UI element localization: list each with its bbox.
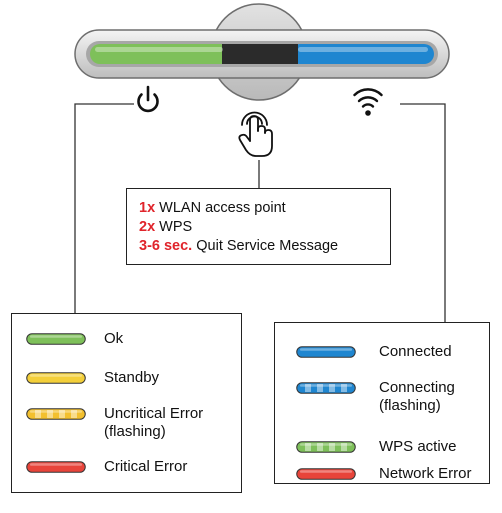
device [74, 3, 450, 101]
power-connector-line [74, 103, 134, 313]
legend-swatch [26, 461, 86, 473]
power-legend-standby: Standby [26, 369, 159, 387]
legend-swatch [26, 408, 86, 420]
wifi-legend-connected: Connected [291, 343, 452, 361]
touch-action-key: 3-6 sec. [139, 238, 193, 254]
touch-action-text: WPS [159, 219, 193, 235]
legend-swatch [296, 382, 356, 394]
wifi-legend-box: Connected Connecting (flashing) WPS acti… [274, 322, 490, 484]
wifi-connector-line [400, 103, 446, 322]
legend-label: Uncritical Error (flashing) [104, 405, 204, 440]
power-legend-box: Ok Standby Uncritical Error (flashing) C… [11, 313, 242, 493]
touch-action-text: WLAN access point [159, 200, 286, 216]
power-legend-ok: Ok [26, 330, 123, 348]
touch-action-text: Quit Service Message [196, 238, 339, 254]
wifi-legend-wps-active: WPS active [291, 438, 457, 456]
touch-actions-box: 1x WLAN access point 2x WPS 3-6 sec. Qui… [126, 188, 391, 265]
touch-action-line-1: 1x WLAN access point [139, 199, 286, 218]
wifi-icon [353, 88, 383, 116]
touch-action-key: 1x [139, 200, 156, 216]
legend-label: Critical Error [104, 458, 188, 475]
led-strip-left [90, 44, 230, 64]
touch-action-key: 2x [139, 219, 156, 235]
legend-label: Standby [104, 369, 160, 386]
legend-swatch [296, 441, 356, 453]
wifi-legend-connecting: Connecting (flashing) [291, 379, 479, 415]
legend-label: Network Error [379, 465, 472, 482]
legend-label: WPS active [379, 438, 457, 455]
legend-swatch [296, 346, 356, 358]
power-icon [137, 85, 159, 113]
legend-label: Ok [104, 330, 124, 347]
power-legend-uncritical-error: Uncritical Error (flashing) [26, 405, 232, 441]
touch-hand-icon [238, 111, 273, 157]
led-strip-center [222, 44, 298, 64]
touch-action-line-3: 3-6 sec. Quit Service Message [139, 237, 338, 256]
connector-lines [74, 103, 446, 322]
wifi-legend-network-error: Network Error [291, 465, 472, 483]
legend-swatch [296, 468, 356, 480]
power-legend-critical-error: Critical Error [26, 458, 187, 476]
legend-label: Connected [379, 343, 452, 360]
touch-action-line-2: 2x WPS [139, 218, 192, 237]
legend-label: Connecting (flashing) [379, 379, 455, 414]
legend-swatch [26, 372, 86, 384]
led-strip-right [290, 44, 434, 64]
legend-swatch [26, 333, 86, 345]
